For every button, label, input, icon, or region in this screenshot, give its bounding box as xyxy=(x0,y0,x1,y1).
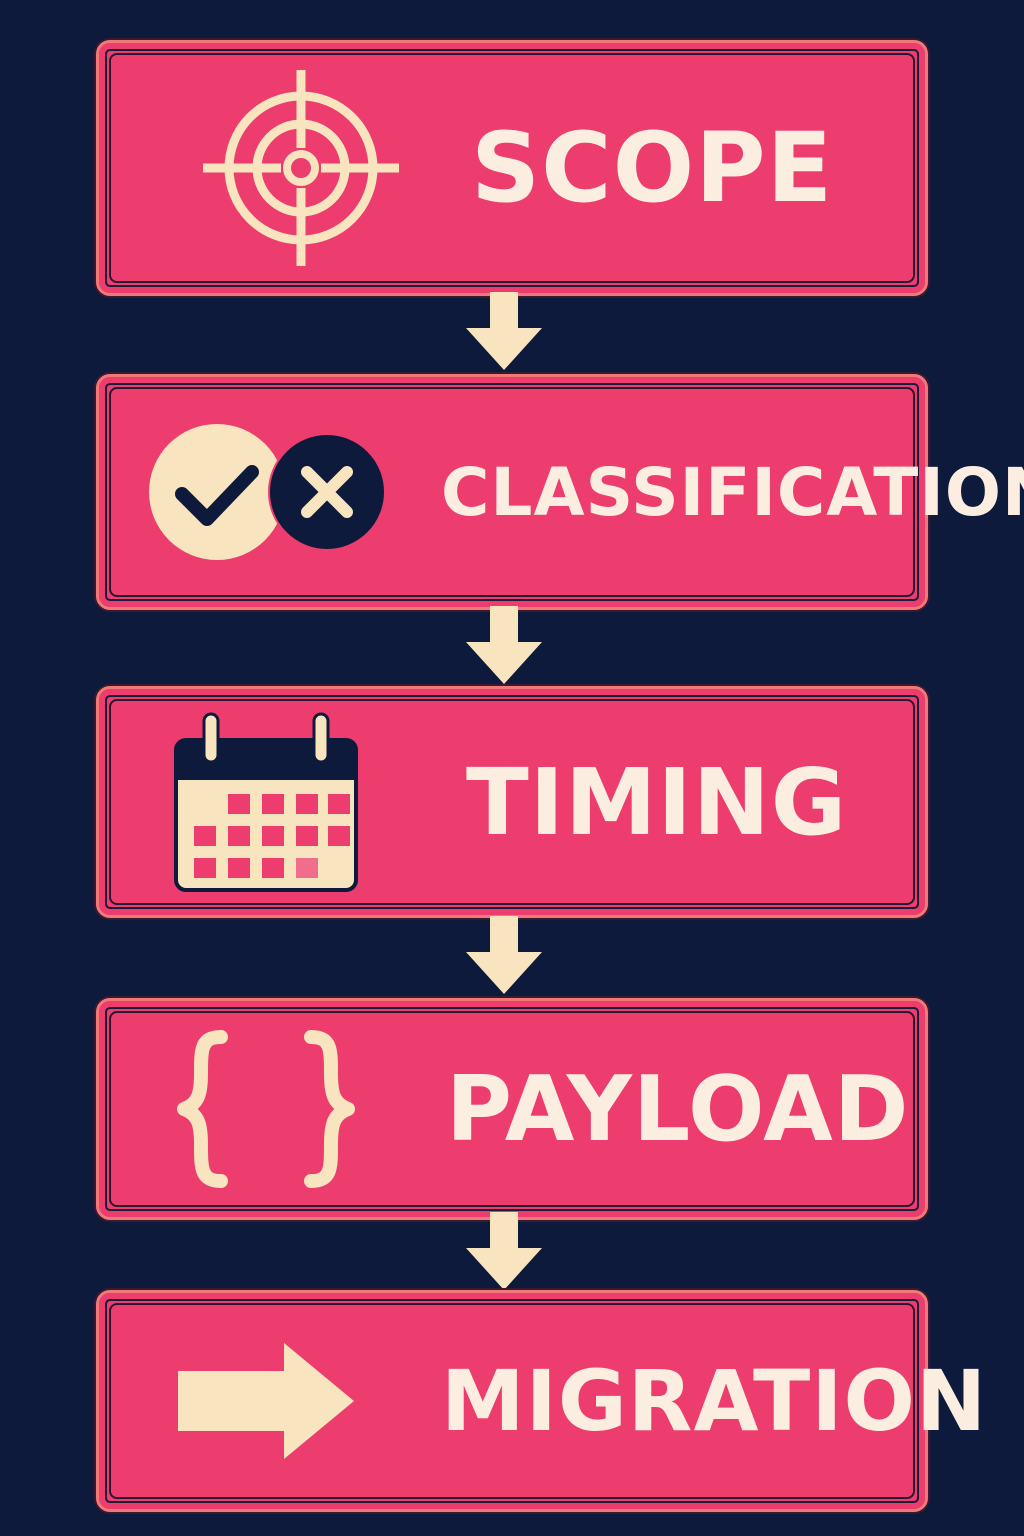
step-scope-panel: SCOPE xyxy=(109,53,915,283)
step-migration-panel: MIGRATION xyxy=(109,1303,988,1499)
step-classification-panel: CLASSIFICATION xyxy=(109,387,1024,597)
step-migration-label: MIGRATION xyxy=(441,1352,988,1450)
down-arrow-icon xyxy=(466,606,542,684)
down-arrow-icon xyxy=(466,916,542,994)
step-timing: TIMING xyxy=(96,686,928,918)
down-arrow-icon xyxy=(466,1212,542,1290)
crosshair-target-icon xyxy=(181,55,421,281)
step-scope: SCOPE xyxy=(96,40,928,296)
down-arrow-icon xyxy=(466,292,542,370)
right-arrow-icon xyxy=(171,1305,361,1497)
step-classification-label: CLASSIFICATION xyxy=(441,453,1024,531)
curly-braces-icon xyxy=(161,1013,371,1205)
step-payload-panel: PAYLOAD xyxy=(109,1011,915,1207)
step-scope-label: SCOPE xyxy=(471,112,834,224)
step-timing-panel: TIMING xyxy=(109,699,915,905)
step-payload-label: PAYLOAD xyxy=(446,1056,910,1162)
step-migration: MIGRATION xyxy=(96,1290,988,1512)
calendar-icon xyxy=(161,701,371,903)
step-payload: PAYLOAD xyxy=(96,998,928,1220)
check-and-x-icon xyxy=(137,389,407,595)
step-classification: CLASSIFICATION xyxy=(96,374,1024,610)
step-timing-label: TIMING xyxy=(466,748,848,856)
